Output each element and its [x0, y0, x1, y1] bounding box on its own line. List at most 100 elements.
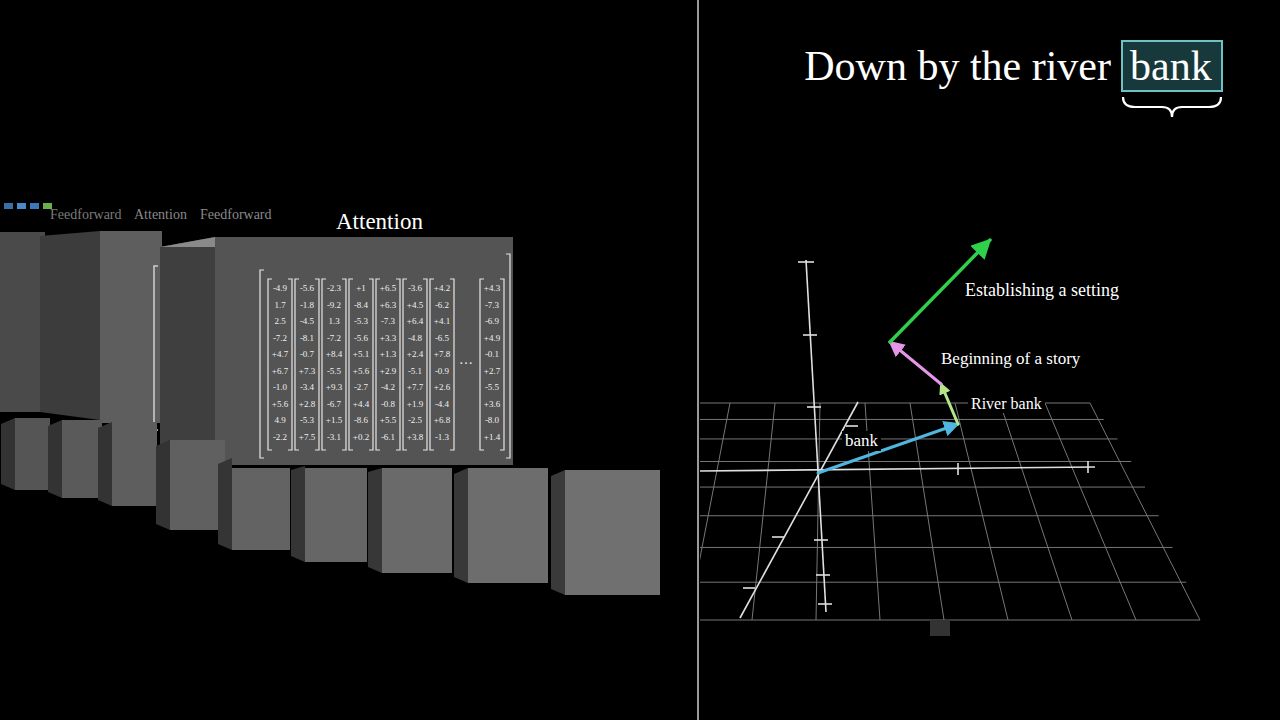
- matrix-entry: -2.5: [408, 415, 422, 426]
- grid-line: [700, 461, 1131, 462]
- matrix-entry: +4.3: [484, 283, 500, 294]
- matrix-bracket: [506, 254, 510, 458]
- lower-blocks: [1, 418, 660, 595]
- matrix-entry: -2.2: [273, 432, 287, 443]
- lower-blocks: [468, 468, 548, 583]
- matrix-entry: +1.4: [484, 432, 500, 443]
- matrix-entry: -8.0: [485, 415, 499, 426]
- lower-blocks: [454, 468, 468, 583]
- matrix-entry: -0.8: [381, 399, 395, 410]
- matrix-entry: -8.6: [354, 415, 368, 426]
- vector-arrow: [890, 342, 941, 384]
- matrix-entry: +1.9: [407, 399, 423, 410]
- matrix-entry: -4.2: [381, 382, 395, 393]
- color-chip: [4, 203, 13, 209]
- matrix-bracket: [376, 279, 380, 450]
- matrix-entry: -5.1: [408, 366, 422, 377]
- axis-line: [957, 463, 959, 475]
- matrix-entry: +4.7: [272, 349, 288, 360]
- matrix-entry: +6.3: [380, 300, 396, 311]
- matrix-entry: -8.4: [354, 300, 368, 311]
- matrix-entry: +4.4: [353, 399, 369, 410]
- matrix-bracket: [500, 279, 504, 450]
- matrix-entry: -1.3: [435, 432, 449, 443]
- matrix-entry: -3.4: [300, 382, 314, 393]
- axes: [700, 240, 1200, 636]
- matrix-entry: -7.3: [485, 300, 499, 311]
- lower-blocks: [382, 468, 452, 573]
- axis-line: [816, 574, 830, 576]
- lower-blocks: [565, 470, 660, 595]
- matrix-bracket: [288, 279, 292, 450]
- highlighted-word: bank: [1130, 43, 1214, 89]
- grid-line: [955, 403, 1008, 620]
- matrix-entry: +3.8: [407, 432, 423, 443]
- axis-line: [700, 260, 1095, 618]
- back-block: [40, 231, 100, 420]
- lower-blocks: [112, 422, 157, 506]
- matrix-entry: -5.3: [354, 316, 368, 327]
- matrix-bracket: [349, 279, 353, 450]
- matrix-entry: -5.5: [485, 382, 499, 393]
- grid-plane: [700, 403, 1200, 620]
- matrix-entry: -9.2: [327, 300, 341, 311]
- grid-line: [700, 419, 1104, 420]
- matrix-entry: +3.6: [484, 399, 500, 410]
- lower-blocks: [62, 420, 102, 498]
- matrix-entry: -3.1: [327, 432, 341, 443]
- matrix-entry: -7.2: [273, 333, 287, 344]
- faded-layer-label: Feedforward: [200, 207, 272, 224]
- matrix-entry: -5.6: [354, 333, 368, 344]
- matrix-bracket: [430, 279, 434, 450]
- matrix-entry: 2.5: [274, 316, 285, 327]
- matrix-bracket: [423, 279, 427, 450]
- lower-blocks: [98, 422, 112, 506]
- grid-line: [752, 403, 775, 620]
- matrix-entry: -1.8: [300, 300, 314, 311]
- faded-layer-label: Feedforward: [50, 207, 122, 224]
- matrix-entry: -2.3: [327, 283, 341, 294]
- lower-blocks: [551, 470, 565, 595]
- matrix-entry: -4.8: [408, 333, 422, 344]
- grid-line: [700, 438, 1118, 439]
- matrix-bracket: [396, 279, 400, 450]
- faded-layer-label: Attention: [134, 207, 187, 224]
- matrix-bracket: [295, 279, 299, 450]
- matrix-entry: +2.6: [434, 382, 450, 393]
- matrix-entry: -4.9: [273, 283, 287, 294]
- matrix-bracket: [342, 279, 346, 450]
- matrix-entry: +1.3: [380, 349, 396, 360]
- matrix-entry: +4.1: [434, 316, 450, 327]
- matrix-entry: -5.5: [327, 366, 341, 377]
- matrix-bracket: [268, 279, 272, 450]
- matrix-bracket: [322, 279, 326, 450]
- transformer-blocks: [0, 203, 660, 595]
- axis-line: [806, 260, 826, 612]
- vector-label: bank: [842, 431, 881, 451]
- matrix-entry: -8.1: [300, 333, 314, 344]
- attention-block-face: [215, 237, 513, 465]
- matrix-entry: -4.4: [435, 399, 449, 410]
- grid-line: [1045, 403, 1136, 620]
- matrix-entry: +9.3: [326, 382, 342, 393]
- matrix-ellipsis: …: [459, 352, 473, 369]
- color-chip: [17, 203, 26, 209]
- grid-line: [700, 487, 1145, 488]
- vector-arrow: [818, 424, 958, 473]
- matrix-entry: +6.5: [380, 283, 396, 294]
- grid-line: [700, 582, 1186, 583]
- axis-line: [803, 334, 817, 336]
- back-block: [100, 231, 162, 423]
- grid-line: [700, 515, 1159, 516]
- matrix-entry: +7.8: [434, 349, 450, 360]
- highlight-box: bank: [1121, 40, 1223, 92]
- matrix-entry: +1: [356, 283, 366, 294]
- axis-line: [1087, 461, 1089, 473]
- matrix-entry: -6.9: [485, 316, 499, 327]
- lower-blocks: [15, 418, 50, 490]
- matrix-entry: 4.9: [274, 415, 285, 426]
- lower-blocks: [48, 420, 62, 498]
- matrix-entry: +6.7: [272, 366, 288, 377]
